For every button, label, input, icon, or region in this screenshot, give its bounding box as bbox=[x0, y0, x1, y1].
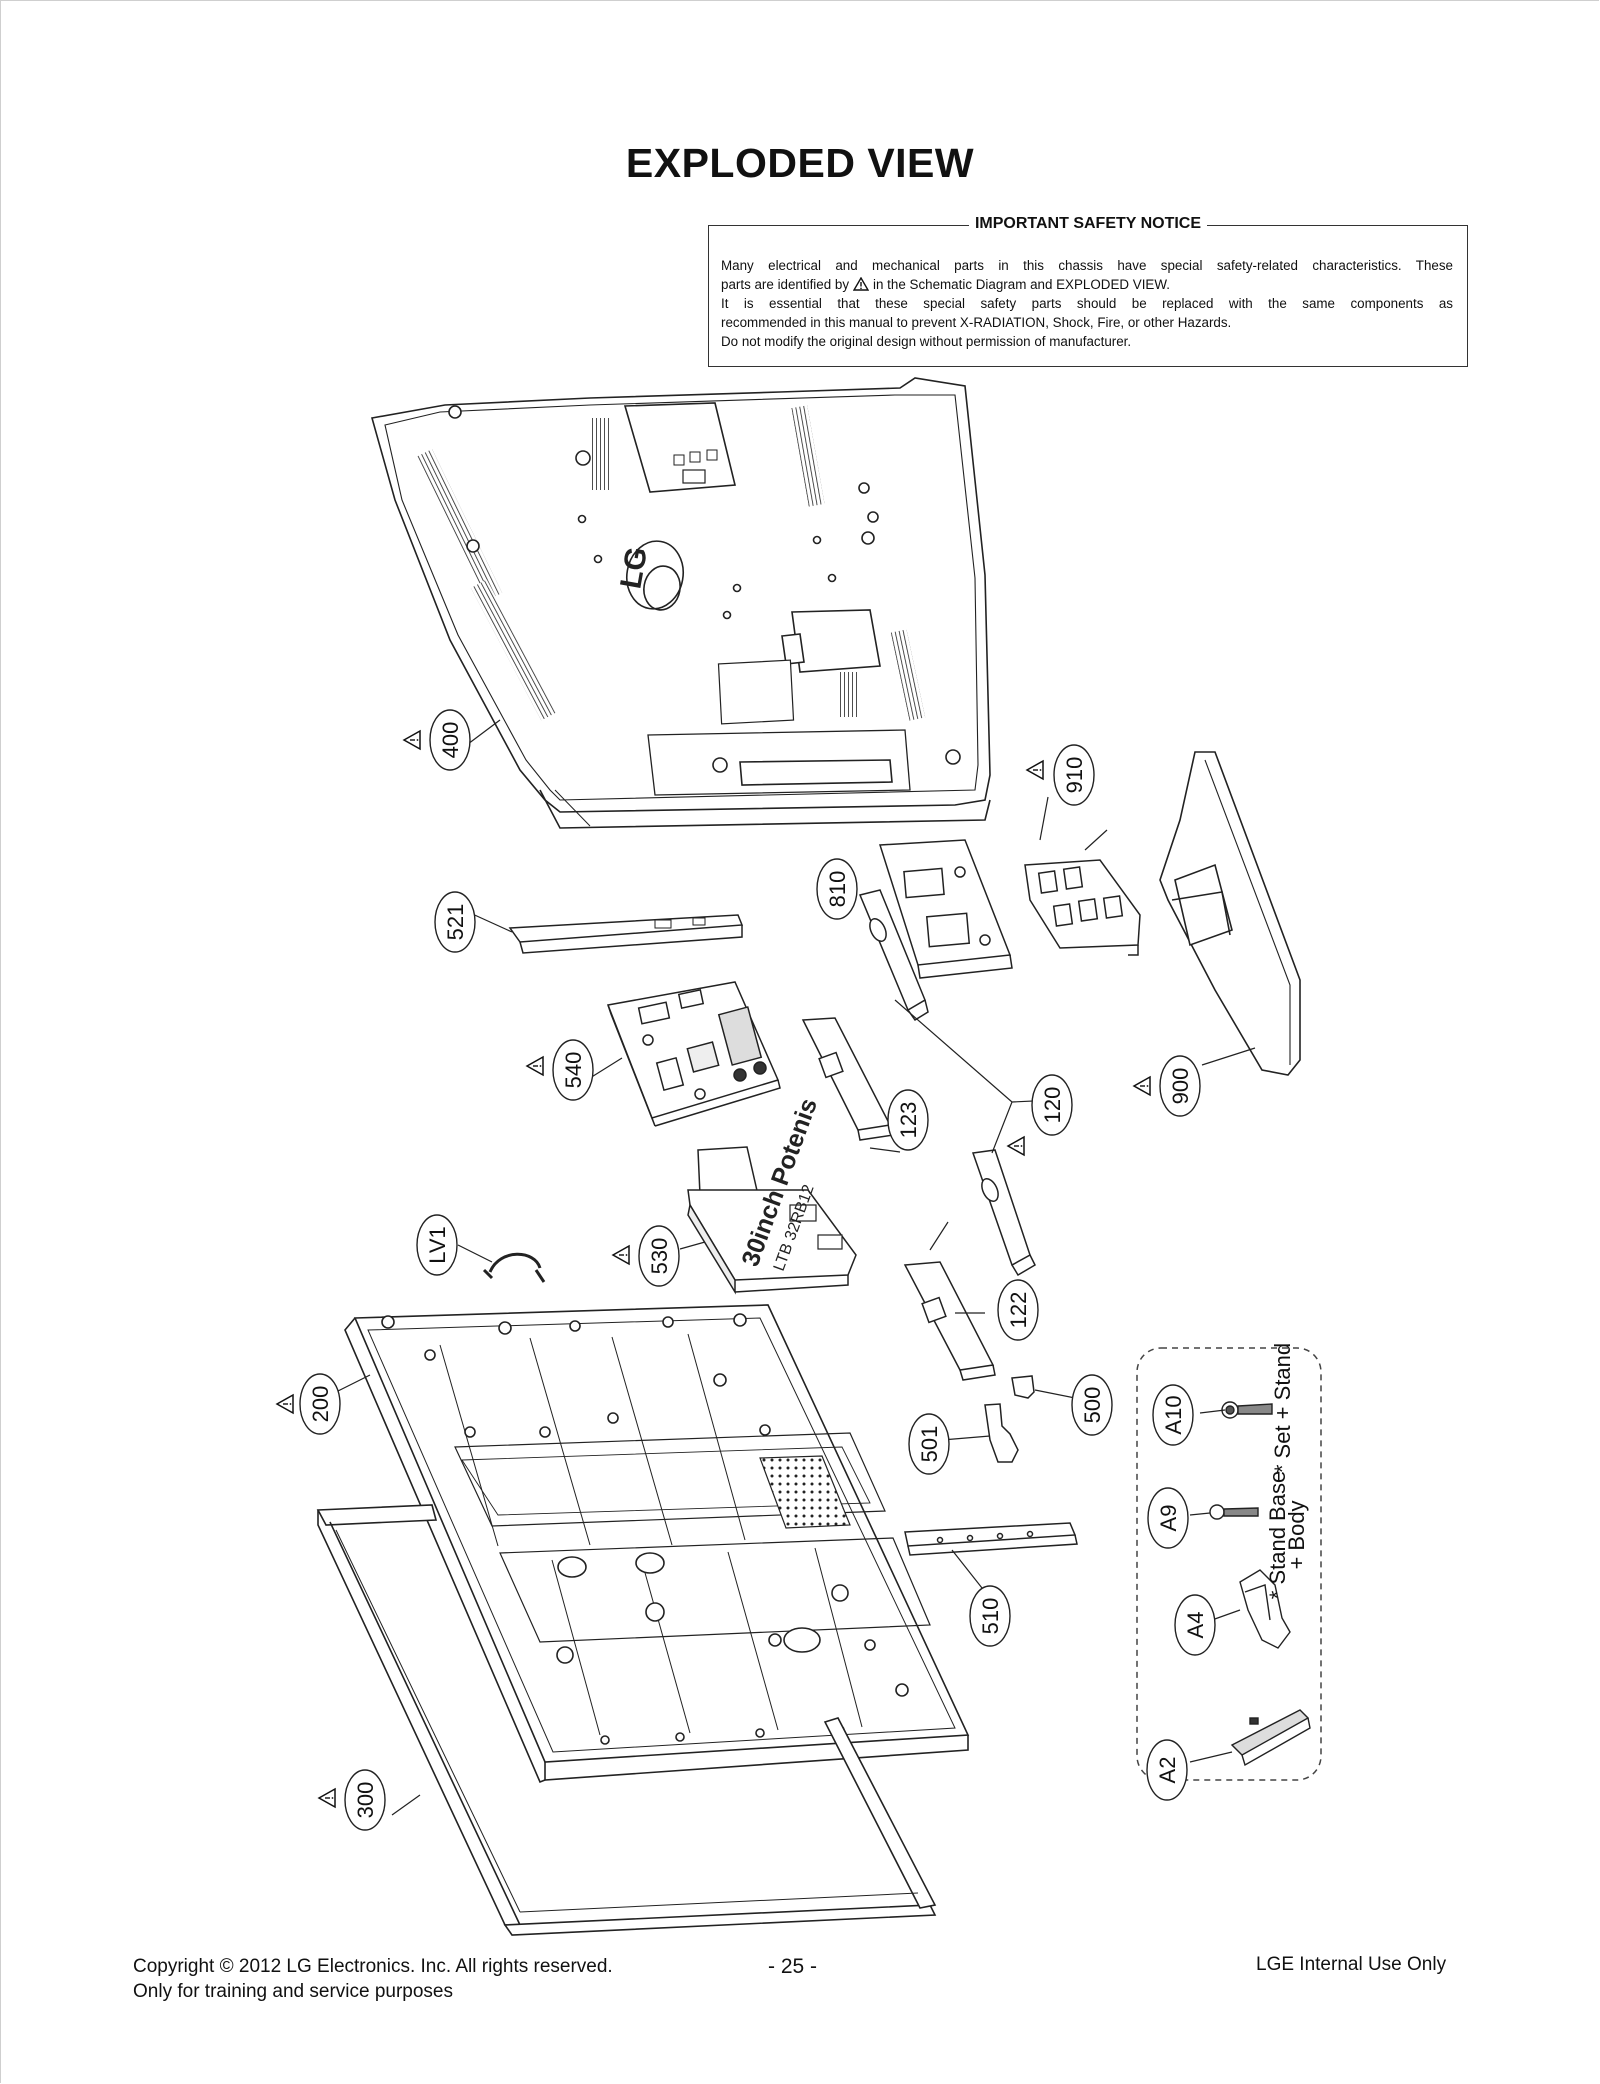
callout-a10: A10 bbox=[1152, 1384, 1194, 1446]
svg-text:530: 530 bbox=[647, 1238, 672, 1275]
callout-530: 530 bbox=[638, 1225, 680, 1287]
callout-122: 122 bbox=[997, 1279, 1039, 1341]
part-a9-screw bbox=[1209, 1504, 1259, 1520]
part-400-back-cover: LG bbox=[370, 377, 991, 829]
svg-text:123: 123 bbox=[896, 1102, 921, 1139]
callout-120: 120 bbox=[1031, 1074, 1073, 1136]
part-530-power-module: 30inch Potenis LTB 32RB12 bbox=[687, 1095, 857, 1295]
note-stand-base: * Stand Base bbox=[1265, 1471, 1290, 1599]
warning-triangle-icon-200 bbox=[276, 1394, 294, 1414]
callout-123: 123 bbox=[887, 1089, 929, 1151]
callout-510: 510 bbox=[969, 1585, 1011, 1647]
svg-text:500: 500 bbox=[1080, 1387, 1105, 1424]
svg-text:300: 300 bbox=[353, 1782, 378, 1819]
svg-text:LG: LG bbox=[614, 544, 654, 591]
page-number: - 25 - bbox=[768, 1955, 818, 1978]
callout-a9: A9 bbox=[1147, 1487, 1189, 1549]
warning-triangle-icon-300 bbox=[318, 1788, 336, 1808]
svg-text:120: 120 bbox=[1040, 1087, 1065, 1124]
callout-400: 400 bbox=[429, 709, 471, 771]
footer-internal-use: LGE Internal Use Only bbox=[1256, 1954, 1447, 1975]
part-500-501-small-parts bbox=[984, 1375, 1035, 1463]
svg-text:122: 122 bbox=[1006, 1292, 1031, 1329]
svg-text:200: 200 bbox=[308, 1386, 333, 1423]
page-title: EXPLODED VIEW bbox=[625, 140, 975, 186]
svg-text:A2: A2 bbox=[1155, 1757, 1180, 1784]
part-540-main-board bbox=[606, 981, 781, 1127]
callout-900: 900 bbox=[1159, 1055, 1201, 1117]
part-300-front-bezel bbox=[316, 1504, 937, 1936]
notice-line-1: Many electrical and mechanical parts in … bbox=[721, 258, 1453, 273]
callout-501: 501 bbox=[908, 1413, 950, 1475]
safety-notice-title: IMPORTANT SAFETY NOTICE bbox=[968, 215, 1208, 232]
svg-text:900: 900 bbox=[1168, 1068, 1193, 1105]
note-body: + Body bbox=[1284, 1500, 1309, 1569]
part-200-chassis-frame bbox=[344, 1304, 970, 1784]
part-123-122-covers bbox=[801, 1017, 996, 1381]
part-a2-cover bbox=[1230, 1709, 1311, 1767]
accessory-parts-box bbox=[1136, 1347, 1322, 1781]
warning-triangle-icon-400 bbox=[403, 730, 421, 750]
warning-triangle-icon-900 bbox=[1133, 1076, 1151, 1096]
callout-910: 910 bbox=[1053, 744, 1095, 806]
notice-line-3: It is essential that these special safet… bbox=[721, 296, 1453, 311]
footer-left: Copyright © 2012 LG Electronics. Inc. Al… bbox=[133, 1954, 613, 2004]
safety-notice-body: Many electrical and mechanical parts in … bbox=[721, 256, 1453, 351]
footer-training: Only for training and service purposes bbox=[133, 1981, 453, 2002]
svg-text:400: 400 bbox=[438, 722, 463, 759]
warning-triangle-icon bbox=[852, 276, 870, 291]
warning-triangle-icon-120 bbox=[1007, 1136, 1025, 1156]
callout-540: 540 bbox=[552, 1039, 594, 1101]
part-510-keyboard-bar bbox=[904, 1522, 1078, 1556]
part-910-stand-bracket bbox=[1024, 859, 1141, 956]
part-callouts: 400 521 540 530 LV1 200 300 810 910 900 … bbox=[299, 709, 1216, 1831]
part-521-bracket bbox=[508, 914, 744, 954]
callout-521: 521 bbox=[434, 891, 476, 953]
svg-text:810: 810 bbox=[825, 871, 850, 908]
warning-triangle-icon-530 bbox=[612, 1245, 630, 1265]
footer-copyright: Copyright © 2012 LG Electronics. Inc. Al… bbox=[133, 1956, 613, 1977]
part-a10-screw bbox=[1221, 1401, 1273, 1419]
part-a4-cover bbox=[1239, 1569, 1291, 1649]
callout-500: 500 bbox=[1071, 1374, 1113, 1436]
callout-a4: A4 bbox=[1174, 1594, 1216, 1656]
svg-text:501: 501 bbox=[917, 1426, 942, 1463]
part-900-stand-base bbox=[1159, 751, 1301, 1076]
notice-line-4: recommended in this manual to prevent X-… bbox=[721, 315, 1232, 330]
part-lv1-cable bbox=[482, 1252, 546, 1283]
part-810-bracket bbox=[878, 839, 1013, 979]
callout-a2: A2 bbox=[1146, 1739, 1188, 1801]
svg-text:540: 540 bbox=[561, 1052, 586, 1089]
note-set-stand: * Set + Stand bbox=[1270, 1343, 1295, 1473]
safety-notice-box: IMPORTANT SAFETY NOTICE Many electrical … bbox=[708, 215, 1468, 367]
svg-text:910: 910 bbox=[1062, 757, 1087, 794]
part-120-speakers bbox=[858, 889, 1036, 1277]
svg-text:A9: A9 bbox=[1156, 1505, 1181, 1532]
warning-triangle-icon-910 bbox=[1026, 760, 1044, 780]
warning-triangle-icon-540 bbox=[526, 1056, 544, 1076]
svg-text:LV1: LV1 bbox=[425, 1226, 450, 1264]
notice-line-5: Do not modify the original design withou… bbox=[721, 334, 1132, 349]
svg-text:521: 521 bbox=[443, 904, 468, 941]
callout-200: 200 bbox=[299, 1373, 341, 1435]
svg-text:510: 510 bbox=[978, 1598, 1003, 1635]
accessory-notes: * Set + Stand * Stand Base + Body bbox=[1265, 1343, 1309, 1599]
callout-lv1: LV1 bbox=[416, 1214, 458, 1276]
callout-810: 810 bbox=[816, 858, 858, 920]
svg-text:A4: A4 bbox=[1183, 1612, 1208, 1639]
callout-300: 300 bbox=[344, 1769, 386, 1831]
svg-text:A10: A10 bbox=[1161, 1395, 1186, 1434]
